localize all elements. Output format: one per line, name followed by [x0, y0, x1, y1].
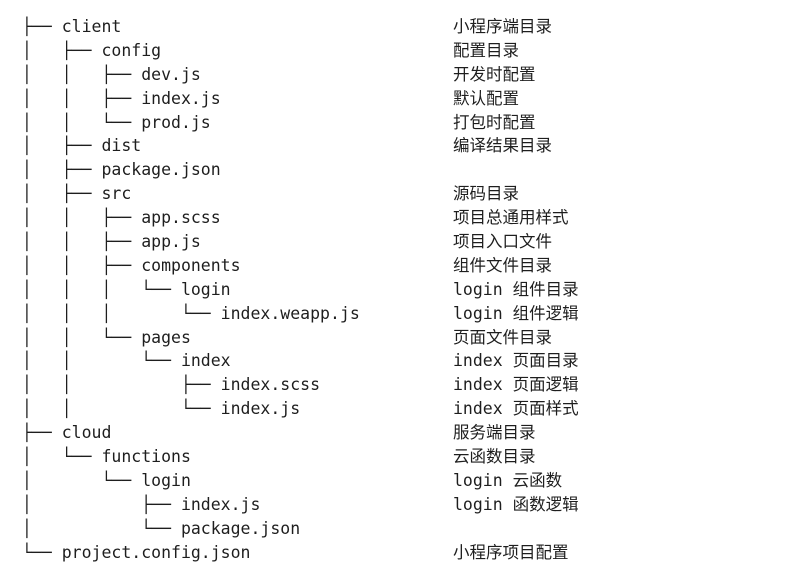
tree-row: │ └── package.json	[22, 517, 792, 541]
tree-comment: index 页面目录	[453, 351, 579, 371]
tree-row: │ │ └── index index 页面目录	[22, 349, 792, 373]
tree-row: │ ├── index.js login 函数逻辑	[22, 493, 792, 517]
tree-comment: 页面文件目录	[453, 327, 552, 347]
tree-comment: login 函数逻辑	[453, 494, 579, 514]
tree-comment: 开发时配置	[453, 64, 536, 84]
tree-path: ├── cloud	[22, 423, 112, 443]
tree-path: │ ├── config	[22, 40, 162, 60]
tree-row: │ ├── package.json	[22, 158, 792, 182]
tree-path: │ │ │ └── login	[22, 279, 231, 299]
tree-row: │ └── login login 云函数	[22, 469, 792, 493]
tree-path: │ │ │ └── index.weapp.js	[22, 303, 360, 323]
tree-comment: 源码目录	[453, 184, 519, 204]
tree-comment: 小程序端目录	[453, 17, 552, 36]
tree-path: │ │ └── index.js	[22, 399, 301, 419]
tree-path: │ ├── dist	[22, 136, 142, 156]
tree-path: │ └── package.json	[22, 518, 301, 538]
tree-path: │ │ ├── components	[22, 255, 241, 275]
tree-path: │ │ └── pages	[22, 327, 191, 347]
tree-row: │ │ ├── dev.js 开发时配置	[22, 63, 792, 87]
tree-row: │ │ ├── app.js 项目入口文件	[22, 230, 792, 254]
tree-comment: login 云函数	[453, 470, 563, 490]
tree-path: │ ├── index.js	[22, 494, 261, 514]
tree-path: │ │ └── index	[22, 351, 231, 371]
tree-row: │ │ ├── index.js 默认配置	[22, 87, 792, 111]
tree-row: │ │ └── prod.js 打包时配置	[22, 111, 792, 135]
tree-path: │ │ ├── app.js	[22, 232, 201, 252]
tree-path: │ ├── src	[22, 184, 132, 204]
tree-comment: index 页面逻辑	[453, 375, 579, 395]
tree-row: │ │ ├── index.scss index 页面逻辑	[22, 373, 792, 397]
directory-tree: ├── client 小程序端目录 │ ├── config 配置目录 │ │ ├── …	[22, 15, 792, 564]
tree-path: │ │ └── prod.js	[22, 112, 211, 132]
tree-comment: 组件文件目录	[453, 255, 552, 275]
tree-row: └── project.config.json 小程序项目配置	[22, 541, 792, 565]
tree-row: │ │ │ └── index.weapp.js login 组件逻辑	[22, 302, 792, 326]
tree-row: │ │ └── pages 页面文件目录	[22, 326, 792, 350]
tree-comment: 云函数目录	[453, 447, 536, 467]
tree-path: │ │ ├── app.scss	[22, 208, 221, 228]
tree-comment: 服务端目录	[453, 423, 536, 443]
tree-row: │ │ └── index.js index 页面样式	[22, 397, 792, 421]
tree-comment: 编译结果目录	[453, 136, 552, 156]
tree-row: │ │ ├── components 组件文件目录	[22, 254, 792, 278]
tree-comment: 小程序项目配置	[453, 542, 569, 562]
tree-path: │ │ ├── index.scss	[22, 375, 321, 395]
tree-comment: 项目总通用样式	[453, 208, 569, 228]
tree-row: ├── client 小程序端目录	[22, 15, 792, 39]
tree-comment: 打包时配置	[453, 112, 536, 132]
tree-row: │ └── functions 云函数目录	[22, 445, 792, 469]
tree-row: │ ├── config 配置目录	[22, 39, 792, 63]
tree-path: │ ├── package.json	[22, 160, 221, 180]
tree-path: │ └── login	[22, 470, 191, 490]
tree-path: │ │ ├── index.js	[22, 88, 221, 108]
tree-path: └── project.config.json	[22, 542, 251, 562]
tree-comment: login 组件目录	[453, 279, 579, 299]
tree-row: ├── cloud 服务端目录	[22, 421, 792, 445]
tree-row: │ │ ├── app.scss 项目总通用样式	[22, 206, 792, 230]
tree-row: │ ├── dist 编译结果目录	[22, 134, 792, 158]
tree-comment: login 组件逻辑	[453, 303, 579, 323]
tree-comment: index 页面样式	[453, 399, 579, 419]
tree-path: │ │ ├── dev.js	[22, 64, 201, 84]
tree-comment: 项目入口文件	[453, 232, 552, 252]
tree-comment: 配置目录	[453, 40, 519, 60]
tree-path: ├── client	[22, 17, 122, 36]
tree-row: │ │ │ └── login login 组件目录	[22, 278, 792, 302]
tree-row: │ ├── src 源码目录	[22, 182, 792, 206]
tree-comment: 默认配置	[453, 88, 519, 108]
tree-path: │ └── functions	[22, 447, 191, 467]
